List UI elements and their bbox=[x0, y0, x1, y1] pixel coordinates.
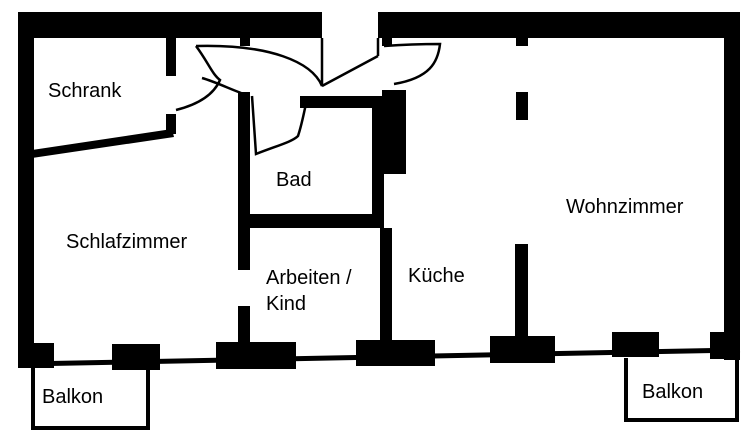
bath-door-swing bbox=[250, 95, 308, 156]
room-label-schlafzimmer: Schlafzimmer bbox=[66, 231, 187, 253]
living-wall-lower bbox=[515, 244, 528, 338]
top-wall-right bbox=[378, 12, 740, 38]
balcony-right-outline bbox=[624, 358, 739, 422]
bottom-wall bbox=[18, 332, 741, 370]
living-wall-mid-stub bbox=[516, 92, 528, 120]
wall-pier-1 bbox=[18, 343, 54, 368]
room-label-schrank: Schrank bbox=[48, 80, 122, 102]
room-label-wohnzimmer: Wohnzimmer bbox=[566, 196, 684, 218]
wall-pier-2 bbox=[112, 344, 160, 370]
schrank-wall-bottom-stub bbox=[166, 114, 176, 134]
wall-pier-3 bbox=[216, 342, 296, 369]
room-label-arbeiten-line2: Kind bbox=[266, 293, 306, 315]
outer-walls bbox=[18, 12, 740, 368]
bath-wall-top bbox=[300, 96, 382, 108]
entrance-jamb-right bbox=[382, 36, 392, 46]
balcony-left-outline bbox=[31, 368, 150, 430]
schrank-wall-top-stub bbox=[166, 36, 176, 76]
right-wall bbox=[724, 12, 740, 360]
living-wall-top-stub bbox=[516, 36, 528, 46]
balconies bbox=[31, 358, 739, 430]
study-wall-right bbox=[380, 228, 392, 342]
bedroom-wall-lower bbox=[238, 306, 250, 346]
bedroom-wall-upper bbox=[238, 92, 250, 270]
room-labels: Schrank Bad Schlafzimmer Arbeiten / Kind… bbox=[42, 80, 703, 408]
schrank-door-swing bbox=[175, 45, 222, 112]
door-swings bbox=[175, 38, 442, 156]
room-label-kueche: Küche bbox=[408, 265, 465, 287]
interior-walls bbox=[32, 36, 528, 346]
schrank-diagonal-wall bbox=[32, 129, 174, 158]
room-label-bad: Bad bbox=[276, 169, 312, 191]
top-wall-left bbox=[18, 12, 322, 38]
room-label-balkon-right: Balkon bbox=[642, 381, 703, 403]
wall-pier-5 bbox=[490, 336, 555, 363]
entrance-door-left-swing bbox=[195, 38, 324, 87]
left-wall bbox=[18, 12, 34, 368]
entrance-door-right-swing bbox=[321, 38, 442, 88]
wall-pier-7 bbox=[710, 332, 740, 359]
wall-pier-6 bbox=[612, 332, 659, 357]
bath-wall-right bbox=[372, 96, 384, 228]
wall-pier-4 bbox=[356, 340, 435, 366]
hall-door-swing bbox=[201, 76, 245, 96]
kitchen-wall-stub bbox=[382, 90, 406, 174]
entrance-jamb-left bbox=[240, 36, 250, 46]
bath-wall-bottom bbox=[250, 214, 382, 228]
room-label-arbeiten-line1: Arbeiten / bbox=[266, 267, 352, 289]
room-label-balkon-left: Balkon bbox=[42, 386, 103, 408]
